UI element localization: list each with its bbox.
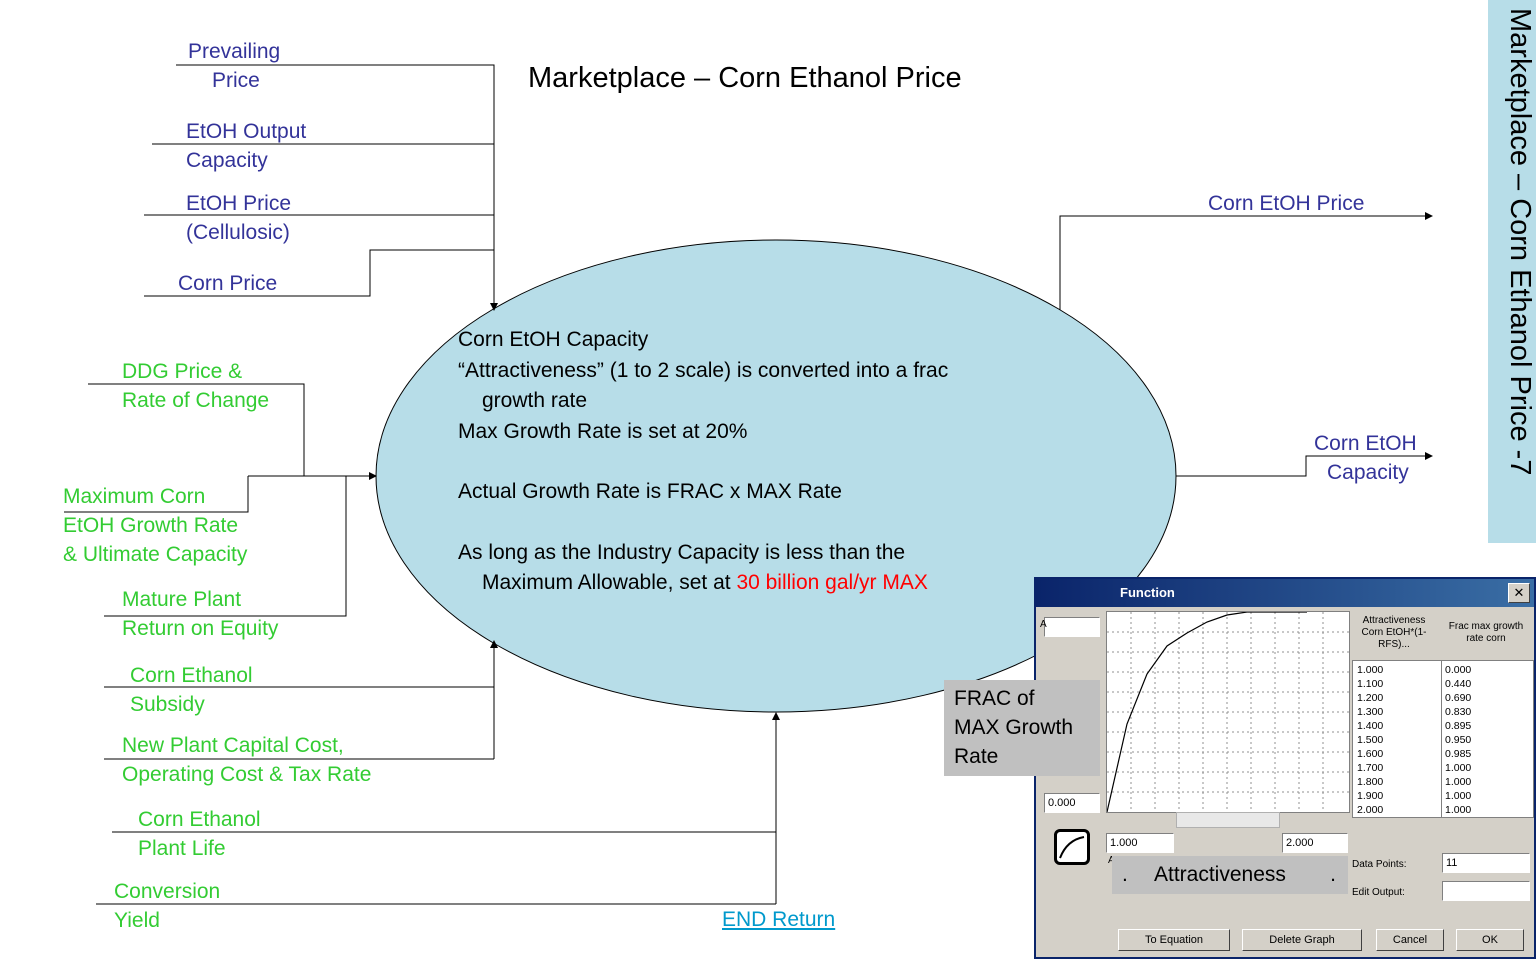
label-etoh-price: EtOH Price — [186, 192, 292, 215]
side-title-box: Marketplace – Corn Ethanol Price -7 — [1488, 0, 1536, 543]
label-prevailing-2: Price — [212, 69, 260, 92]
ymin-field[interactable]: 0.000 — [1044, 793, 1100, 813]
table-cell[interactable]: 1.500 — [1357, 734, 1384, 746]
label-new-plant-2: Operating Cost & Tax Rate — [122, 763, 372, 786]
frac-line: FRAC of — [954, 687, 1035, 710]
graph-type-glyph — [1059, 836, 1085, 859]
label-etoh-output-2: Capacity — [186, 149, 268, 172]
ymax-field[interactable] — [1044, 617, 1100, 637]
table-cell[interactable]: 1.700 — [1357, 762, 1384, 774]
table-cell[interactable]: 0.985 — [1445, 748, 1472, 760]
frac-line: MAX Growth — [954, 716, 1074, 739]
table-cell[interactable]: 1.800 — [1357, 776, 1384, 788]
frac-line: Rate — [954, 745, 999, 768]
table-cell[interactable]: 0.895 — [1445, 720, 1472, 732]
table-cell[interactable]: 1.000 — [1445, 790, 1472, 802]
label-etoh-output: EtOH Output — [186, 120, 307, 143]
label-new-plant: New Plant Capital Cost, — [122, 734, 344, 757]
label-max-corn: Maximum Corn — [63, 485, 206, 508]
label-ddg: DDG Price & — [122, 360, 243, 383]
label-ddg-2: Rate of Change — [122, 389, 270, 412]
table-cell[interactable]: 0.950 — [1445, 734, 1472, 746]
label-mature-2: Return on Equity — [122, 617, 279, 640]
table-cell[interactable]: 1.300 — [1357, 706, 1384, 718]
end-return-link[interactable]: END Return — [722, 908, 836, 931]
ellipse-line: growth rate — [482, 389, 588, 412]
data-points-label: Data Points: — [1352, 859, 1407, 870]
delete-graph-button[interactable]: Delete Graph — [1242, 929, 1362, 951]
page-title: Marketplace – Corn Ethanol Price — [528, 62, 962, 94]
label-subsidy: Corn Ethanol — [130, 664, 253, 687]
label-mature: Mature Plant — [122, 588, 242, 611]
label-prevailing: Prevailing — [188, 40, 281, 63]
label-max-corn-2: EtOH Growth Rate — [63, 514, 239, 537]
table-cell[interactable]: 1.600 — [1357, 748, 1384, 760]
ellipse-line: Corn EtOH Capacity — [458, 328, 649, 351]
to-equation-button[interactable]: To Equation — [1118, 929, 1230, 951]
frac-annotation: FRAC of MAX Growth Rate — [944, 680, 1100, 776]
label-conversion-2: Yield — [114, 909, 160, 932]
ellipse-line: As long as the Industry Capacity is less… — [458, 540, 906, 564]
dot: . — [1122, 863, 1128, 886]
label-etoh-price-2: (Cellulosic) — [186, 221, 290, 244]
output-corn-etoh-price: Corn EtOH Price — [1208, 192, 1365, 215]
attractiveness-annotation: . Attractiveness . — [1112, 856, 1348, 894]
ellipse-description: Corn EtOH Capacity “Attractiveness” (1 t… — [458, 325, 948, 599]
col1-header: Attractiveness Corn EtOH*(1-RFS)... — [1361, 615, 1427, 650]
ellipse-line: “Attractiveness” (1 to 2 scale) is conve… — [458, 358, 949, 382]
graph-svg — [1106, 611, 1349, 813]
dot: . — [1330, 863, 1336, 886]
table-cell[interactable]: 0.830 — [1445, 706, 1472, 718]
table-col-output: 0.000 0.440 0.690 0.830 0.895 0.950 0.985 1.000… — [1445, 663, 1471, 817]
table-cell[interactable]: 0.690 — [1445, 692, 1472, 704]
table-cell[interactable]: 0.440 — [1445, 678, 1472, 690]
side-title: Marketplace – Corn Ethanol Price -7 — [1504, 8, 1536, 476]
ok-button[interactable]: OK — [1456, 929, 1524, 951]
table-cell[interactable]: 1.000 — [1357, 664, 1384, 676]
graph-scrollbar[interactable] — [1176, 812, 1280, 828]
xmax-field[interactable]: 2.000 — [1282, 833, 1348, 853]
label-subsidy-2: Subsidy — [130, 693, 205, 716]
xmin-field[interactable]: 1.000 — [1106, 833, 1174, 853]
graph-type-icon[interactable] — [1054, 829, 1090, 865]
max-capacity-highlight: 30 billion gal/yr MAX — [736, 571, 928, 594]
label-corn-price: Corn Price — [178, 272, 278, 295]
cancel-button[interactable]: Cancel — [1376, 929, 1444, 951]
table-cell[interactable]: 1.000 — [1445, 804, 1472, 816]
function-curve — [1106, 611, 1307, 813]
output-corn-etoh-capacity: Corn EtOH — [1314, 432, 1417, 455]
ellipse-line: Maximum Allowable, set at 30 billion gal… — [458, 568, 948, 599]
table-cell[interactable]: 2.000 — [1357, 804, 1384, 816]
table-cell[interactable]: 1.000 — [1445, 762, 1472, 774]
ellipse-line-part: Maximum Allowable, set at — [482, 571, 737, 594]
ellipse-line: Max Growth Rate is set at 20% — [458, 419, 748, 443]
label-max-corn-3: & Ultimate Capacity — [63, 543, 248, 566]
edit-output-field[interactable] — [1442, 881, 1530, 901]
axis-letter: A — [1040, 619, 1047, 630]
table-cell[interactable]: 1.000 — [1445, 776, 1472, 788]
axis-letter: A — [1108, 855, 1115, 867]
table-cell[interactable]: 1.900 — [1357, 790, 1384, 802]
col2-header: Frac max growth rate corn — [1448, 621, 1524, 644]
close-icon[interactable]: ✕ — [1508, 583, 1530, 603]
table-cell[interactable]: 0.000 — [1445, 664, 1472, 676]
table-cell[interactable]: 1.200 — [1357, 692, 1384, 704]
graph-plot-area[interactable] — [1106, 611, 1350, 813]
edit-output-label: Edit Output: — [1352, 887, 1405, 898]
attractiveness-label: Attractiveness — [1154, 863, 1286, 886]
ellipse-line: Actual Growth Rate is FRAC x MAX Rate — [458, 480, 842, 503]
data-points-field[interactable]: 11 — [1442, 853, 1530, 873]
label-plant-life-2: Plant Life — [138, 837, 226, 860]
label-plant-life: Corn Ethanol — [138, 808, 261, 831]
graph-function-dialog: Function ✕ 0.000 1.000 2.000 A A Attract… — [1034, 577, 1536, 959]
table-cell[interactable]: 1.400 — [1357, 720, 1384, 732]
table-divider — [1441, 661, 1442, 817]
table-cell[interactable]: 1.100 — [1357, 678, 1384, 690]
label-conversion: Conversion — [114, 880, 221, 903]
dialog-title: Function — [1036, 579, 1534, 607]
table-col-input: 1.000 1.100 1.200 1.300 1.400 1.500 1.600 1.700… — [1357, 663, 1383, 817]
output-corn-etoh-capacity-2: Capacity — [1327, 461, 1409, 484]
function-table[interactable]: 1.000 1.100 1.200 1.300 1.400 1.500 1.600 1.700… — [1352, 660, 1534, 818]
